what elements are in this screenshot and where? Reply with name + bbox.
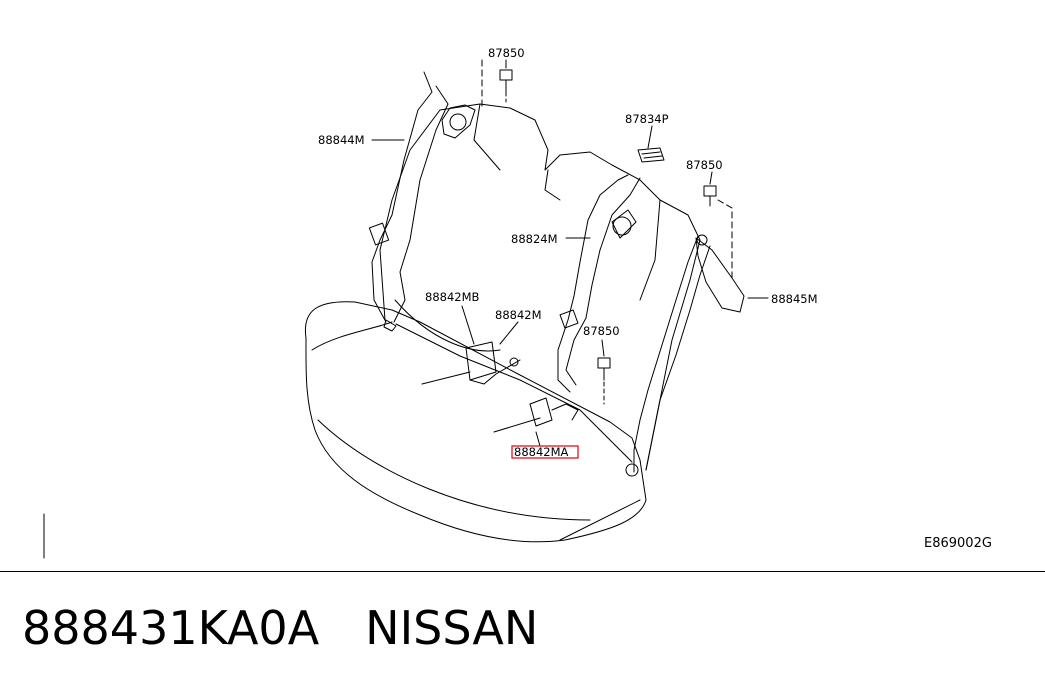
label-87834P: 87834P [625, 112, 669, 126]
bracket-87834P [637, 147, 665, 163]
label-87850-top: 87850 [488, 46, 525, 60]
right-belt-webbing [633, 235, 699, 473]
footer: 888431KA0A NISSAN [22, 596, 538, 660]
part-number: 888431KA0A [22, 601, 320, 655]
seat-back-outline [379, 103, 701, 471]
brand-name: NISSAN [365, 601, 539, 655]
label-88844M: 88844M [318, 133, 365, 147]
buckle-88842MB [465, 341, 497, 381]
label-88845M: 88845M [771, 292, 818, 306]
bolt-icon-top [499, 69, 513, 93]
left-belt-webbing [371, 71, 433, 323]
bolt-icon-center [597, 357, 611, 381]
seat-belt-diagram: 87850 88844M 87834P 87850 88824M 88845M … [43, 46, 992, 559]
left-retractor [441, 104, 476, 139]
figure-code: E869002G [924, 536, 992, 551]
label-87850-center: 87850 [583, 324, 620, 338]
label-87850-right: 87850 [686, 158, 723, 172]
seat-cushion-outline [304, 301, 647, 543]
bolt-icon-right [703, 185, 717, 207]
label-88824M: 88824M [511, 232, 558, 246]
footer-divider [0, 571, 1045, 572]
highlight-box-88842MA [511, 445, 579, 459]
label-88842MB: 88842MB [425, 290, 480, 304]
label-88842M: 88842M [495, 308, 542, 322]
label-88842MA: 88842MA [514, 445, 569, 459]
center-belt-webbing [557, 174, 629, 393]
buckle-88842MA [529, 397, 553, 427]
